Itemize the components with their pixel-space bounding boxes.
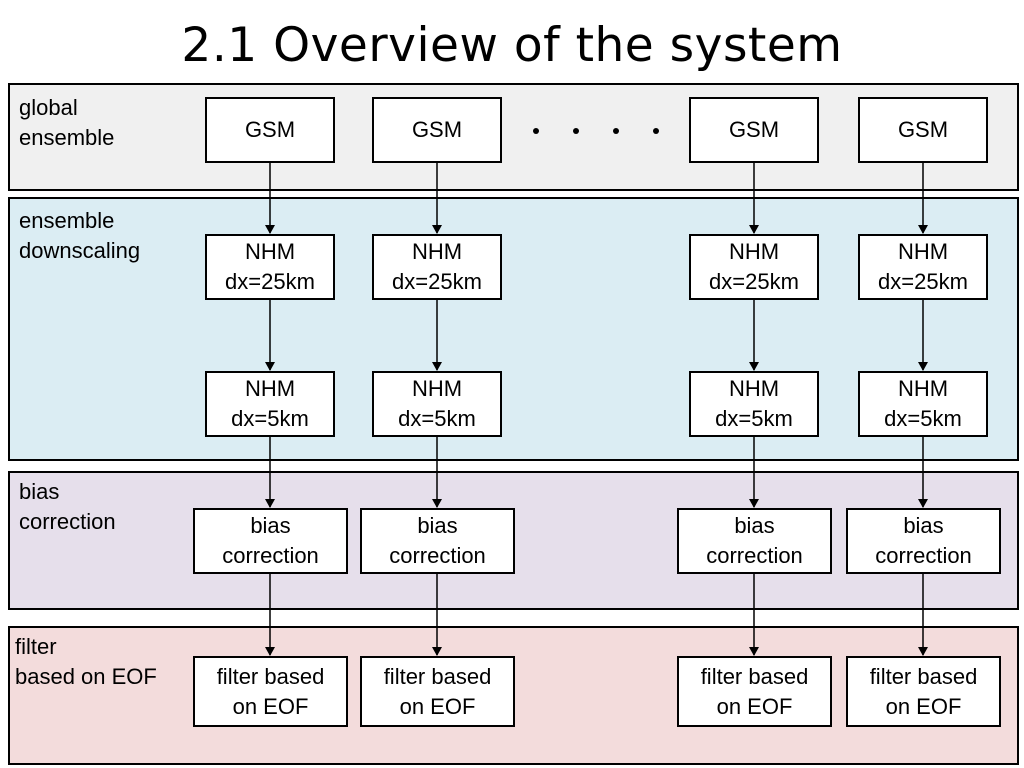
gsm-box: GSM [689, 97, 819, 163]
nhm-25km-box: NHM dx=25km [205, 234, 335, 300]
bias-correction-box: bias correction [360, 508, 515, 574]
nhm-5km-box: NHM dx=5km [205, 371, 335, 437]
bias-correction-label: bias correction [19, 479, 116, 534]
nhm-25km-box: NHM dx=25km [858, 234, 988, 300]
nhm-5km-box: NHM dx=5km [372, 371, 502, 437]
global-ensemble-band: global ensemble [8, 83, 1019, 191]
gsm-box: GSM [858, 97, 988, 163]
nhm-5km-box: NHM dx=5km [689, 371, 819, 437]
slide-title: 2.1 Overview of the system [181, 18, 843, 73]
filter-eof-label: filter based on EOF [15, 634, 157, 689]
gsm-box: GSM [372, 97, 502, 163]
ensemble-downscaling-band: ensemble downscaling [8, 197, 1019, 461]
filter-eof-box: filter based on EOF [360, 656, 515, 727]
bias-correction-box: bias correction [193, 508, 348, 574]
nhm-25km-box: NHM dx=25km [372, 234, 502, 300]
bias-correction-box: bias correction [846, 508, 1001, 574]
nhm-5km-box: NHM dx=5km [858, 371, 988, 437]
filter-eof-box: filter based on EOF [846, 656, 1001, 727]
bias-correction-box: bias correction [677, 508, 832, 574]
ensemble-downscaling-label: ensemble downscaling [19, 208, 141, 263]
filter-eof-box: filter based on EOF [193, 656, 348, 727]
filter-eof-box: filter based on EOF [677, 656, 832, 727]
global-ensemble-label: global ensemble [19, 95, 115, 150]
gsm-box: GSM [205, 97, 335, 163]
nhm-25km-box: NHM dx=25km [689, 234, 819, 300]
